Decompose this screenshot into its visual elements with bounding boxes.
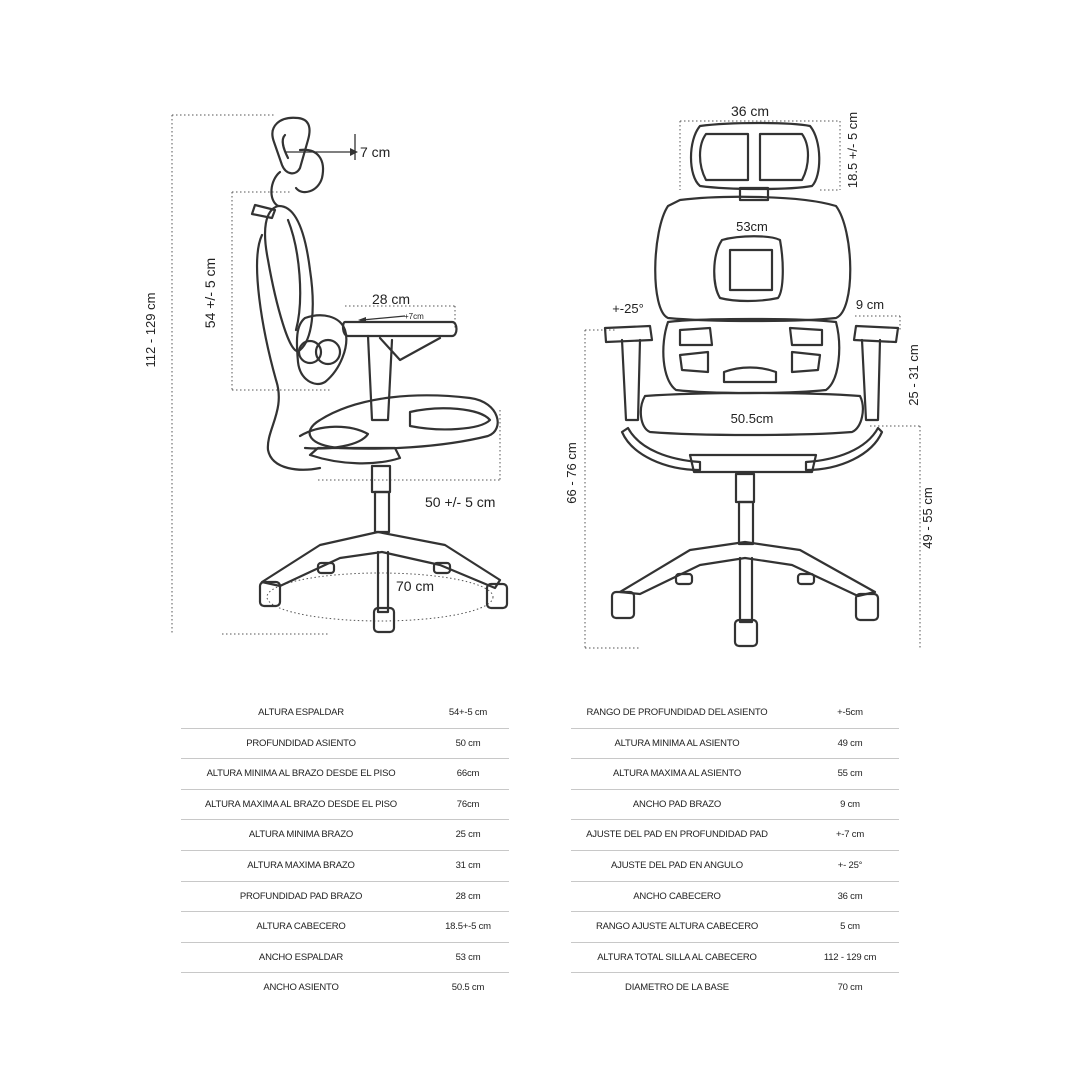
spec-label: ANCHO CABECERO [633,890,721,902]
spec-value: 5 cm [840,921,860,933]
spec-label: ALTURA MAXIMA BRAZO [247,859,355,871]
side-view-chair [171,114,509,635]
spec-label: AJUSTE DEL PAD EN PROFUNDIDAD PAD [586,829,768,841]
armpad-angle-label: +-25° [612,301,644,316]
spec-row: ALTURA MAXIMA BRAZO 31 cm [181,851,509,882]
spec-value: 50 cm [455,737,481,749]
spec-value: 54+-5 cm [448,707,488,718]
spec-value: +-7 cm [835,829,865,841]
spec-row: RANGO AJUSTE ALTURA CABECERO 5 cm [571,912,899,943]
spec-value: 112 - 129 cm [823,951,877,963]
spec-row: AJUSTE DEL PAD EN ANGULO +- 25° [571,851,899,882]
spec-label: ANCHO ASIENTO [263,982,339,994]
backrest-height-label: 54 +/- 5 cm [202,258,218,328]
spec-label: ALTURA TOTAL SILLA AL CABECERO [597,951,757,963]
spec-label: ANCHO ESPALDAR [258,951,344,963]
floor-to-arm-label: 66 - 76 cm [564,442,579,503]
spec-value: 28 cm [455,890,481,902]
spec-row: ALTURA CABECERO 18.5+-5 cm [181,912,509,943]
spec-row: ALTURA MINIMA BRAZO 25 cm [181,820,509,851]
spec-row: PROFUNDIDAD ASIENTO 50 cm [181,729,509,760]
spec-row: ALTURA MAXIMA AL ASIENTO 55 cm [571,759,899,790]
spec-value: 31 cm [455,859,481,871]
spec-row: ANCHO ESPALDAR 53 cm [181,943,509,974]
armpad-slide-label: +7cm [404,312,424,321]
spec-value: +-5cm [837,707,863,718]
spec-row: ANCHO PAD BRAZO 9 cm [571,790,899,821]
spec-row: ALTURA MINIMA AL ASIENTO 49 cm [571,729,899,760]
spec-label: ALTURA MINIMA AL BRAZO DESDE EL PISO [206,768,396,780]
spec-label: PROFUNDIDAD PAD BRAZO [239,890,363,902]
spec-row: ALTURA ESPALDAR 54+-5 cm [181,698,509,729]
spec-row: ANCHO ASIENTO 50.5 cm [181,973,509,1003]
headrest-width-label: 36 cm [731,103,769,119]
spec-row: ANCHO CABECERO 36 cm [571,882,899,913]
spec-row: DIAMETRO DE LA BASE 70 cm [571,973,899,1003]
spec-label: DIAMETRO DE LA BASE [625,982,729,994]
spec-value: 49 cm [837,737,863,749]
spec-label: ALTURA CABECERO [256,921,346,933]
base-diameter-label: 70 cm [396,578,434,594]
total-height-label: 112 - 129 cm [143,293,158,368]
spec-label: PROFUNDIDAD ASIENTO [246,737,356,749]
spec-value: 55 cm [837,768,863,780]
spec-label: AJUSTE DEL PAD EN ANGULO [611,859,743,871]
spec-row: ALTURA TOTAL SILLA AL CABECERO 112 - 129 … [571,943,899,974]
seat-width-label: 50.5cm [731,411,774,426]
headrest-height-label: 18.5 +/- 5 cm [845,112,860,188]
spec-value: 53 cm [455,951,481,963]
front-view-chair [584,120,921,650]
spec-row: RANGO DE PROFUNDIDAD DEL ASIENTO +-5cm [571,698,899,729]
spec-label: ALTURA MINIMA AL ASIENTO [614,737,740,749]
spec-value: 9 cm [840,798,860,810]
armpad-depth-label: 28 cm [372,291,410,307]
spec-value: 18.5+-5 cm [445,921,491,933]
spec-value: 76cm [456,798,480,810]
arm-height-label: 25 - 31 cm [906,344,921,405]
spec-row: AJUSTE DEL PAD EN PROFUNDIDAD PAD +-7 cm [571,820,899,851]
spec-value: 66cm [456,768,480,780]
spec-label: ANCHO PAD BRAZO [632,798,722,810]
spec-table-left: ALTURA ESPALDAR 54+-5 cm PROFUNDIDAD ASIEN… [181,698,509,1003]
spec-value: 36 cm [837,890,863,902]
spec-label: RANGO AJUSTE ALTURA CABECERO [595,921,759,933]
front-seat-height-label: 49 - 55 cm [920,487,935,548]
spec-row: PROFUNDIDAD PAD BRAZO 28 cm [181,882,509,913]
backrest-width-label: 53cm [736,219,768,234]
armpad-width-label: 9 cm [856,297,884,312]
headrest-adjust-label: 7 cm [360,144,390,160]
spec-value: 50.5 cm [451,982,485,994]
spec-label: ALTURA MAXIMA AL BRAZO DESDE EL PISO [204,798,398,810]
spec-label: RANGO DE PROFUNDIDAD DEL ASIENTO [586,707,768,718]
spec-row: ALTURA MINIMA AL BRAZO DESDE EL PISO 66cm [181,759,509,790]
seat-height-label: 50 +/- 5 cm [425,494,495,510]
spec-value: 25 cm [455,829,481,841]
spec-value: +- 25° [837,859,863,871]
spec-value: 70 cm [837,982,863,994]
spec-label: ALTURA ESPALDAR [258,707,344,718]
chair-dimension-diagram: 112 - 129 cm 54 +/- 5 cm 7 cm 28 cm +7cm… [143,103,935,650]
spec-label: ALTURA MAXIMA AL ASIENTO [612,768,742,780]
spec-label: ALTURA MINIMA BRAZO [248,829,354,841]
spec-row: ALTURA MAXIMA AL BRAZO DESDE EL PISO 76cm [181,790,509,821]
